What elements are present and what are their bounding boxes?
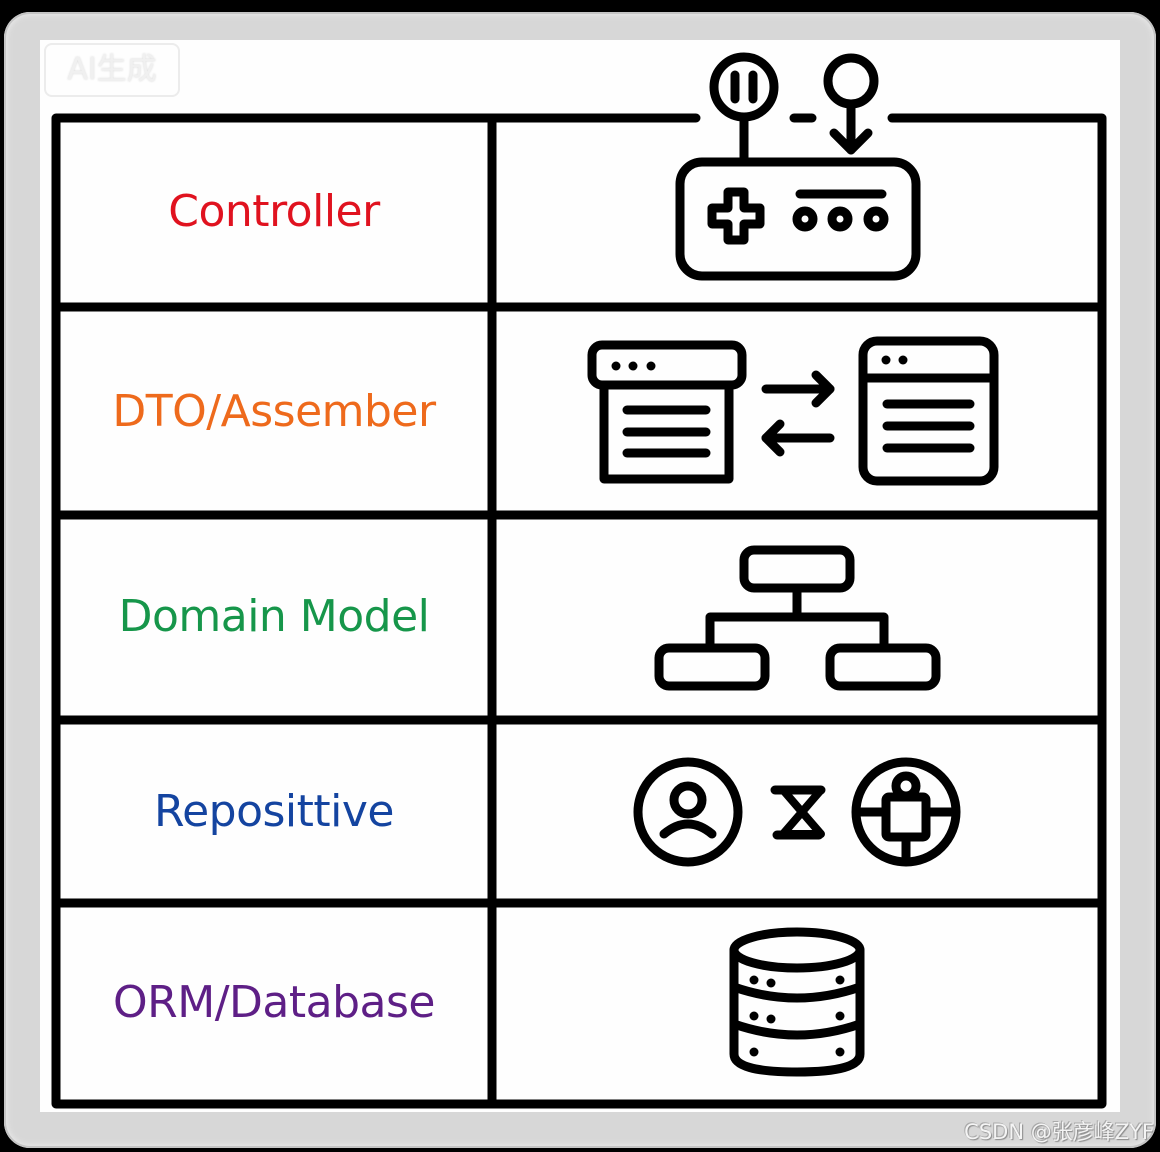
hierarchy-tree-icon [654, 545, 941, 691]
table-outer-border [51, 113, 1107, 1109]
database-icon [729, 927, 865, 1077]
user-hourglass-target-icon [633, 757, 961, 867]
diagram-canvas [40, 40, 1120, 1112]
game-controller-icon [675, 52, 921, 281]
ai-generated-badge: AI生成 [44, 43, 180, 97]
layer-label-repository: Reposittive [153, 786, 395, 837]
layer-label-dto-assembler: DTO/Assember [112, 386, 436, 437]
data-transfer-windows-icon [587, 336, 999, 486]
csdn-watermark: CSDN @张彦峰ZYF [964, 1120, 1154, 1144]
layer-label-domain-model: Domain Model [118, 591, 430, 642]
layer-label-orm-database: ORM/Database [113, 977, 435, 1028]
layer-label-controller: Controller [168, 186, 380, 237]
